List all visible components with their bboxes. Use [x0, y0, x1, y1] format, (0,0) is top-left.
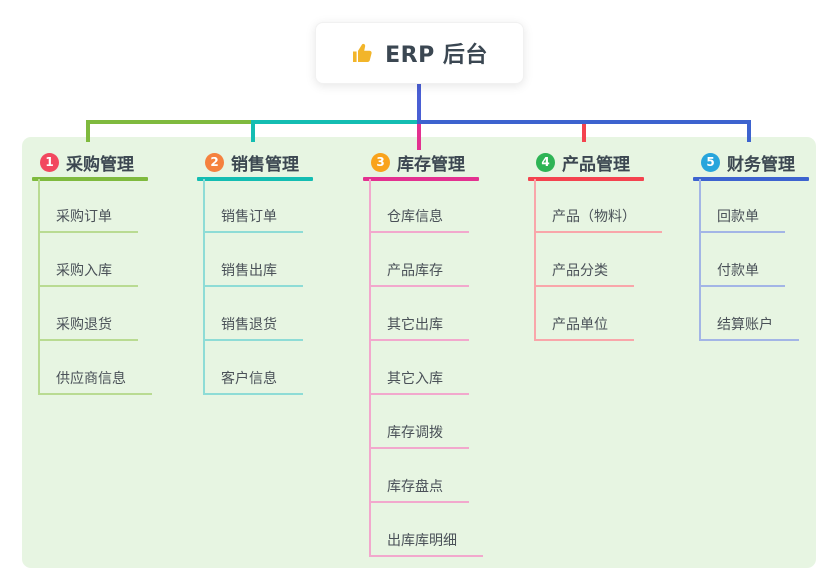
child-node[interactable]: 销售退货	[203, 311, 303, 341]
branch-3-node[interactable]: 3 库存管理	[363, 150, 523, 175]
root-node-label: ERP 后台	[385, 43, 488, 68]
priority-5-badge-icon: 5	[701, 152, 720, 172]
child-node[interactable]: 其它出库	[369, 311, 469, 341]
child-node[interactable]: 结算账户	[699, 311, 799, 341]
branch-4-node[interactable]: 4 产品管理	[528, 150, 688, 175]
child-node[interactable]: 供应商信息	[38, 365, 152, 395]
branch-4: 4 产品管理产品（物料） 产品分类产品单位	[528, 150, 688, 341]
branch-1-node[interactable]: 1 采购管理	[32, 150, 192, 175]
branch-5-connector-line	[417, 120, 751, 124]
child-node[interactable]: 销售出库	[203, 257, 303, 287]
child-node[interactable]: 采购订单	[38, 203, 138, 233]
child-node[interactable]: 产品库存	[369, 257, 469, 287]
child-node[interactable]: 库存盘点	[369, 473, 469, 503]
branch-5-label: 财务管理	[727, 154, 795, 175]
child-node[interactable]: 回款单	[699, 203, 785, 233]
branch-2-drop-line	[251, 120, 255, 142]
branch-4-underline	[528, 177, 644, 181]
child-node[interactable]: 客户信息	[203, 365, 303, 395]
child-node[interactable]: 仓库信息	[369, 203, 469, 233]
branch-3-underline	[363, 177, 479, 181]
branch-4-label: 产品管理	[562, 154, 630, 175]
branch-5-node[interactable]: 5 财务管理	[693, 150, 839, 175]
child-node[interactable]: 销售订单	[203, 203, 303, 233]
branch-5-drop-line	[747, 120, 751, 142]
root-node[interactable]: ERP 后台	[315, 22, 524, 84]
child-node[interactable]: 产品（物料）	[534, 203, 662, 233]
priority-2-badge-icon: 2	[205, 152, 224, 172]
branch-2-connector-line	[251, 120, 419, 124]
branch-1-spine-line	[38, 179, 40, 395]
branch-3-spine-line	[369, 179, 371, 557]
child-node[interactable]: 库存调拨	[369, 419, 469, 449]
child-node[interactable]: 产品单位	[534, 311, 634, 341]
branch-4-drop-line	[582, 124, 586, 142]
branch-5-underline	[693, 177, 809, 181]
branch-2-underline	[197, 177, 313, 181]
child-node[interactable]: 出库库明细	[369, 527, 483, 557]
child-node[interactable]: 采购入库	[38, 257, 138, 287]
branch-3-label: 库存管理	[397, 154, 465, 175]
child-node[interactable]: 其它入库	[369, 365, 469, 395]
priority-1-badge-icon: 1	[40, 152, 59, 172]
branch-3: 3 库存管理仓库信息产品库存其它出库其它入库库存调拨库存盘点出库库明细	[363, 150, 523, 557]
branch-1: 1 采购管理采购订单采购入库采购退货供应商信息	[32, 150, 192, 395]
priority-3-badge-icon: 3	[371, 152, 390, 172]
branches-panel	[22, 137, 816, 568]
branch-5-spine-line	[699, 179, 701, 341]
child-node[interactable]: 付款单	[699, 257, 785, 287]
branch-2-node[interactable]: 2 销售管理	[197, 150, 357, 175]
priority-4-badge-icon: 4	[536, 152, 555, 172]
branch-1-drop-line	[86, 120, 90, 142]
branch-1-label: 采购管理	[66, 154, 134, 175]
child-node[interactable]: 产品分类	[534, 257, 634, 287]
branch-5: 5 财务管理回款单付款单结算账户	[693, 150, 839, 341]
branch-2-label: 销售管理	[231, 154, 299, 175]
branch-2: 2 销售管理销售订单销售出库销售退货客户信息	[197, 150, 357, 395]
child-node[interactable]: 采购退货	[38, 311, 138, 341]
root-connector-line	[417, 82, 421, 124]
branch-3-drop-line	[417, 124, 421, 150]
branch-4-spine-line	[534, 179, 536, 341]
branch-2-spine-line	[203, 179, 205, 395]
thumbs-up-icon	[351, 41, 375, 65]
branch-1-connector-line	[86, 120, 255, 124]
branch-1-underline	[32, 177, 148, 181]
